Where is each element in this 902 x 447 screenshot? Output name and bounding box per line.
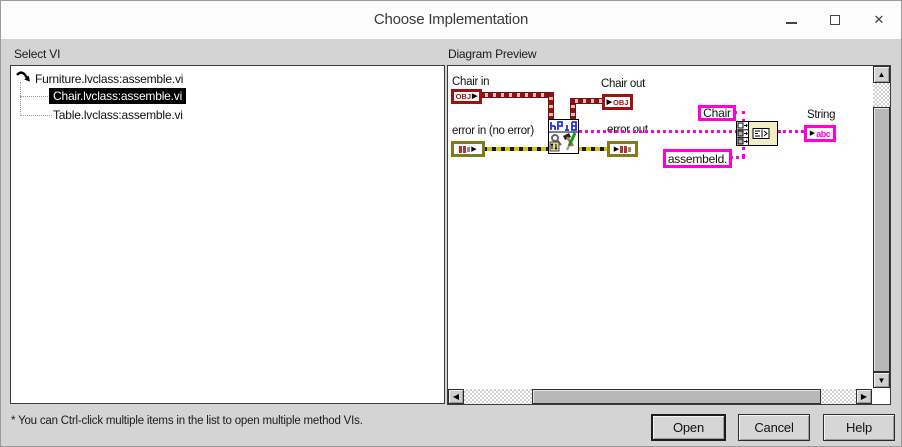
class-wire-segment [570, 98, 604, 104]
close-icon: ✕ [873, 12, 885, 27]
arrow-down-icon: ▼ [877, 375, 886, 385]
string-wire [742, 140, 745, 157]
v-scrollbar-track[interactable] [873, 83, 890, 107]
chair-in-terminal: OBJ ▶ [451, 89, 482, 104]
tree-connector-line [20, 82, 21, 116]
string-wire [579, 130, 738, 133]
vi-listbox: Furniture.lvclass:assemble.vi Chair.lvcl… [10, 65, 445, 404]
class-wire-segment [548, 92, 554, 121]
arrow-up-icon: ▲ [877, 70, 886, 79]
error-wire [483, 147, 609, 151]
concatenate-strings-node [736, 121, 778, 146]
close-button[interactable]: ✕ [857, 1, 901, 39]
error-in-label: error in (no error) [452, 125, 534, 137]
minimize-icon [785, 22, 797, 24]
maximize-icon [830, 15, 840, 25]
vi-item-chair-selected[interactable]: Chair.lvclass:assemble.vi [49, 88, 187, 104]
class-wire-segment [570, 98, 576, 121]
string-wire [742, 111, 745, 122]
string-constant-assembeld: assembeld. [663, 149, 732, 168]
string-wire [730, 156, 745, 159]
minimize-button[interactable] [769, 1, 813, 39]
tree-connector-line [20, 96, 48, 97]
v-scrollbar-thumb[interactable] [873, 107, 890, 372]
dynamic-dispatch-arrow-icon [16, 71, 30, 82]
scroll-right-button[interactable]: ▶ [856, 389, 872, 404]
select-vi-label: Select VI [14, 47, 61, 61]
footer-note: * You can Ctrl-click multiple items in t… [11, 415, 363, 427]
title-bar: Choose Implementation ✕ [1, 1, 901, 39]
diagram-preview-label: Diagram Preview [448, 47, 537, 61]
assemble-subvi-icon [548, 119, 579, 154]
cancel-button[interactable]: Cancel [738, 414, 810, 441]
string-wire [778, 130, 804, 133]
maximize-button[interactable] [813, 1, 857, 39]
output-arrow-icon: ▶ [472, 93, 478, 100]
error-in-terminal: ▶ [451, 141, 485, 157]
tree-connector-line [20, 115, 52, 116]
chair-out-terminal: ▶ OBJ [602, 94, 633, 110]
diagram-preview-panel [447, 65, 891, 405]
error-cluster-icon [620, 145, 632, 153]
string-constant-chair: Chair [698, 105, 736, 121]
chair-in-label: Chair in [452, 76, 490, 88]
scroll-down-button[interactable]: ▼ [873, 372, 890, 388]
input-arrow-icon: ▶ [606, 98, 612, 106]
vi-item-furniture[interactable]: Furniture.lvclass:assemble.vi [35, 72, 184, 86]
class-wire-segment [480, 92, 554, 98]
arrow-right-icon: ▶ [860, 392, 868, 401]
string-indicator-terminal: ▶ abc [804, 125, 836, 142]
h-scrollbar-thumb[interactable] [532, 389, 821, 404]
arrow-left-icon: ◀ [452, 392, 460, 401]
scroll-up-button[interactable]: ▲ [873, 66, 890, 83]
output-arrow-icon: ▶ [471, 145, 477, 153]
input-arrow-icon: ▶ [809, 130, 816, 137]
error-cluster-icon [459, 145, 471, 153]
error-out-terminal: ▶ [607, 141, 638, 157]
string-wire [734, 111, 745, 114]
chair-out-label: Chair out [601, 78, 645, 90]
vi-item-table[interactable]: Table.lvclass:assemble.vi [53, 108, 183, 122]
scroll-left-button[interactable]: ◀ [448, 389, 464, 404]
window-title: Choose Implementation [373, 11, 529, 28]
open-button[interactable]: Open [651, 414, 726, 441]
help-button[interactable]: Help [823, 414, 895, 441]
input-arrow-icon: ▶ [613, 145, 620, 153]
string-label: String [807, 109, 836, 121]
